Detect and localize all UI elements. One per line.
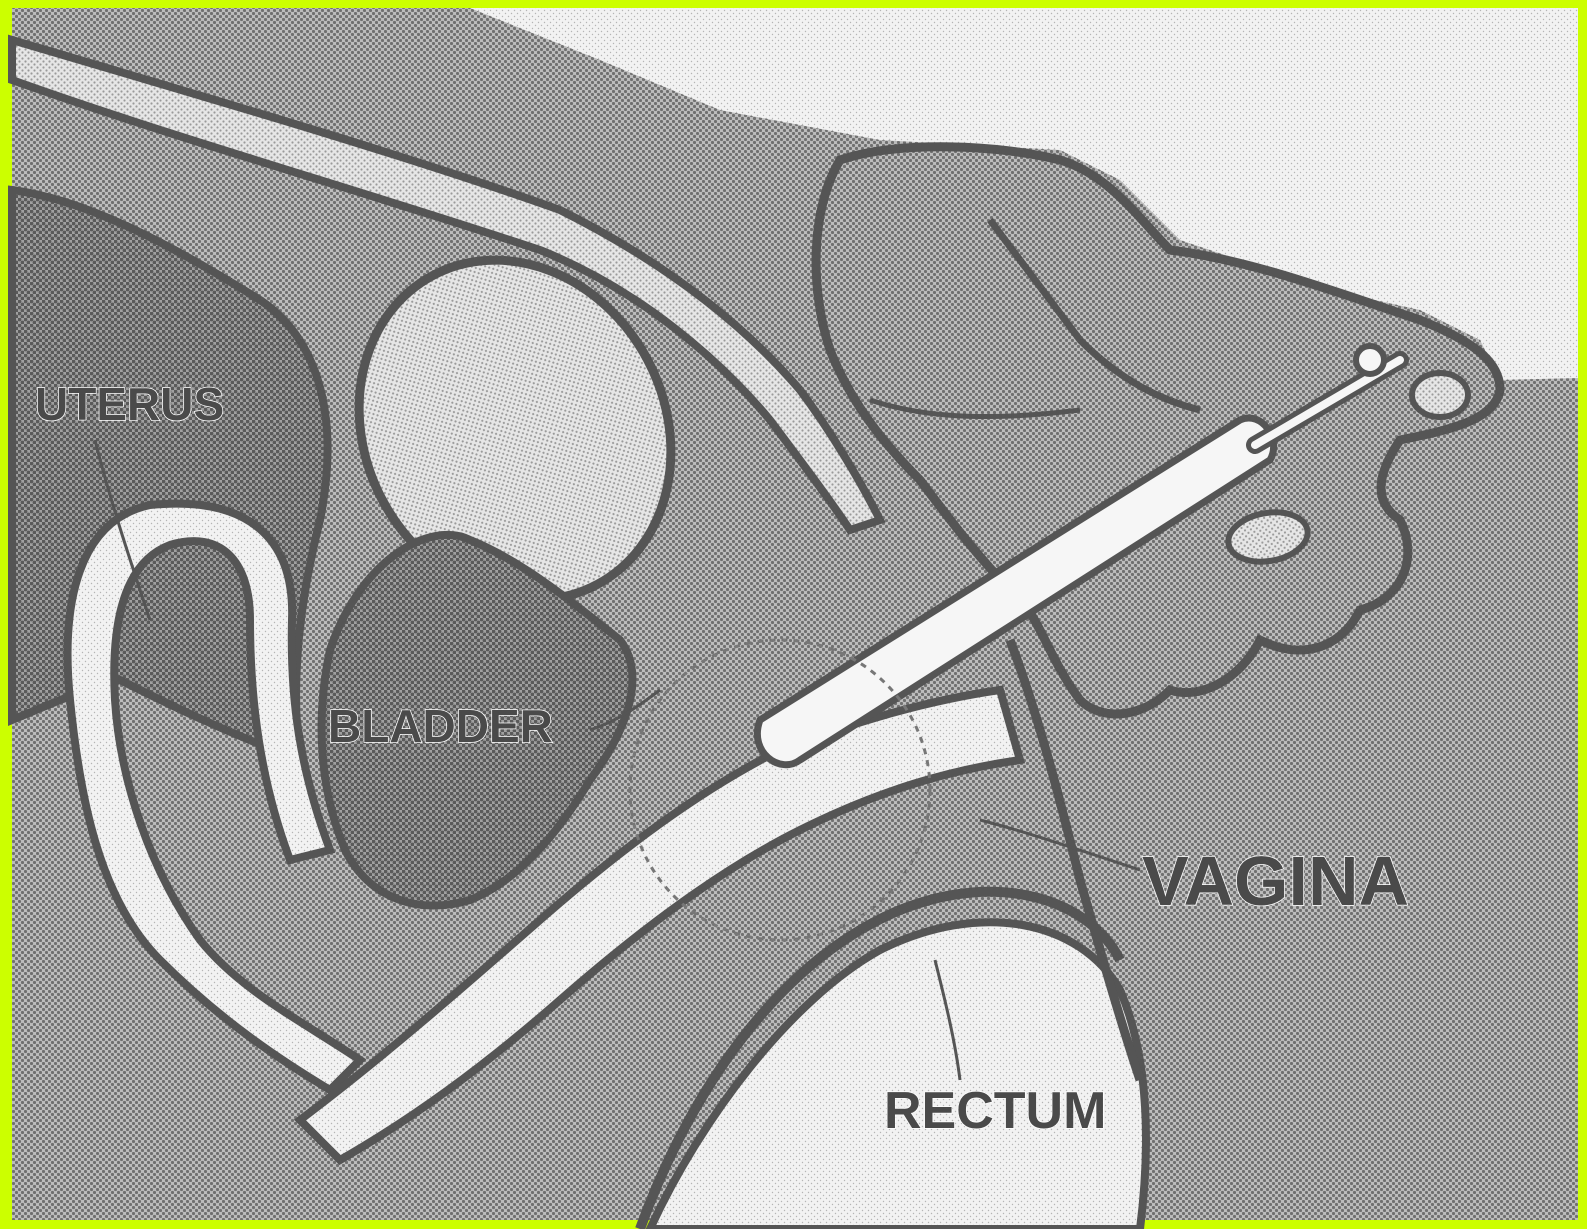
- label-bladder: BLADDER: [328, 700, 553, 752]
- plunger-end: [1356, 346, 1384, 374]
- label-rectum: RECTUM: [884, 1082, 1106, 1140]
- thumbnail: [1412, 373, 1468, 417]
- label-uterus: UTERUS: [35, 378, 224, 430]
- illustration-body: [12, 8, 1578, 1229]
- label-vagina: VAGINA: [1142, 842, 1409, 920]
